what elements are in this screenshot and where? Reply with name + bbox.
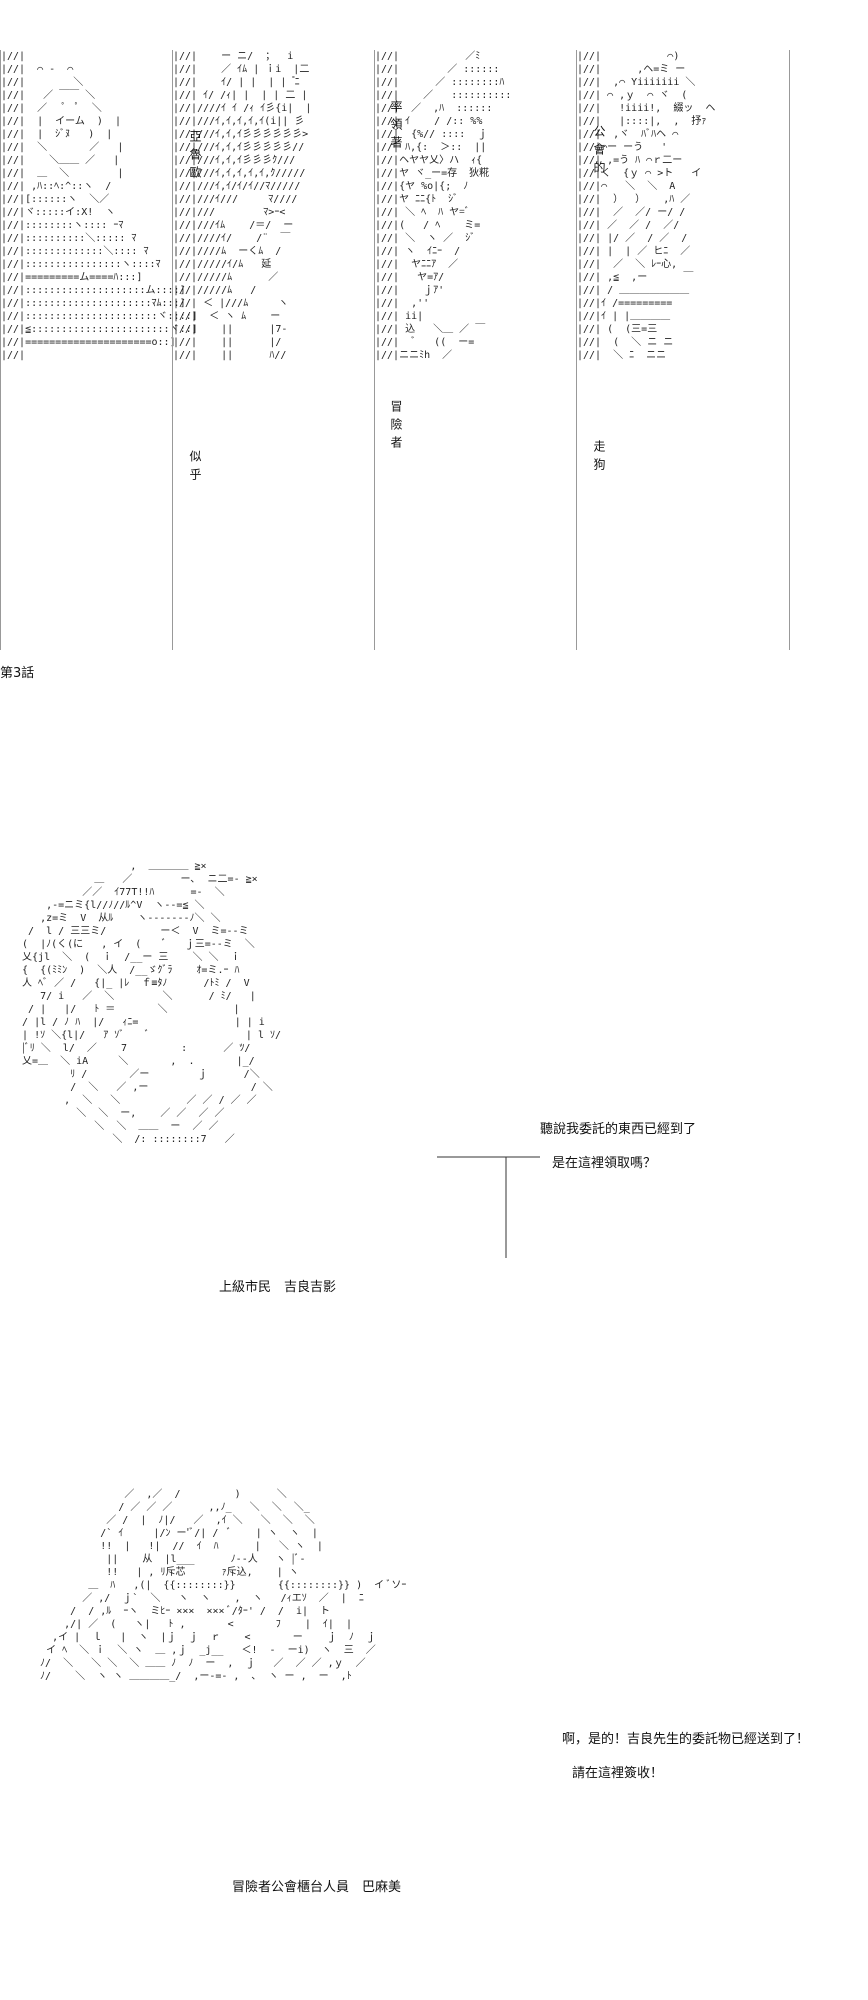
strip-label-2: 率領著 xyxy=(389,100,403,154)
strip-label-1: 亞魯歐 xyxy=(188,130,202,184)
ascii-art-figure-1: |//| |//| ⌒ - ⌒ |//| ＼ |//| ／ ￣￣ ＼ |//| … xyxy=(1,51,198,361)
ascii-art-figure-2: |//| ー ニ/ ； i |//| ／ ｲﾑ | ｉi |二 |//| ｲ/ … xyxy=(173,51,312,361)
caption-mami: 冒險者公會櫃台人員 巴麻美 xyxy=(232,1880,402,1895)
strip-panel-1: |//| |//| ⌒ - ⌒ |//| ＼ |//| ／ ￣￣ ＼ |//| … xyxy=(0,50,198,650)
strip-panel-3: |//| ／ﾐ |//| ／ :::::: |//| ／ ::::::::ﾊ |… xyxy=(374,50,575,650)
ascii-art-figure-4: |//| ⌒) |//| ,ヘ=ミ ー |//| ,⌒ Yiiiiiii ＼ |… xyxy=(577,51,716,361)
dialog-kira-line1: 聽說我委託的東西已經到了 xyxy=(540,1122,697,1137)
strip-label-5: 冒險者 xyxy=(389,400,403,454)
strip-label-4: 似乎 xyxy=(188,450,202,486)
dialog-mami-line2: 請在這裡簽收！ xyxy=(572,1766,664,1781)
chapter-label: 第3話 xyxy=(0,666,35,681)
ascii-art-mami: ／ ,／ / ) ＼ / ／ ／ ／ ,,ﾉ_ ＼ ＼ ＼_ ／ / | ﾉ|/… xyxy=(40,1489,407,1682)
strip-panel-4: |//| ⌒) |//| ,ヘ=ミ ー |//| ,⌒ Yiiiiiii ＼ |… xyxy=(576,50,790,650)
ascii-art-figure-3: |//| ／ﾐ |//| ／ :::::: |//| ／ ::::::::ﾊ |… xyxy=(375,51,512,361)
strip-label-6: 走狗 xyxy=(592,440,606,476)
dialog-kira-line2: 是在這裡領取嗎？ xyxy=(552,1156,657,1171)
caption-kira: 上級市民 吉良吉影 xyxy=(219,1280,337,1295)
dialog-mami-line1: 啊，是的！吉良先生的委託物已經送到了！ xyxy=(562,1732,810,1747)
strip-label-3: 公會的 xyxy=(592,125,606,179)
strip-panel-2: |//| ー ニ/ ； i |//| ／ ｲﾑ | ｉi |二 |//| ｲ/ … xyxy=(172,50,373,650)
title-strip: |//| |//| ⌒ - ⌒ |//| ＼ |//| ／ ￣￣ ＼ |//| … xyxy=(0,50,790,650)
ascii-art-kira: , ＿＿＿＿ ≧× ＿ ／ ー､ ニ二=- ≧× ／／ ｲ77T!!ﾊ =- ＼… xyxy=(22,861,282,1145)
